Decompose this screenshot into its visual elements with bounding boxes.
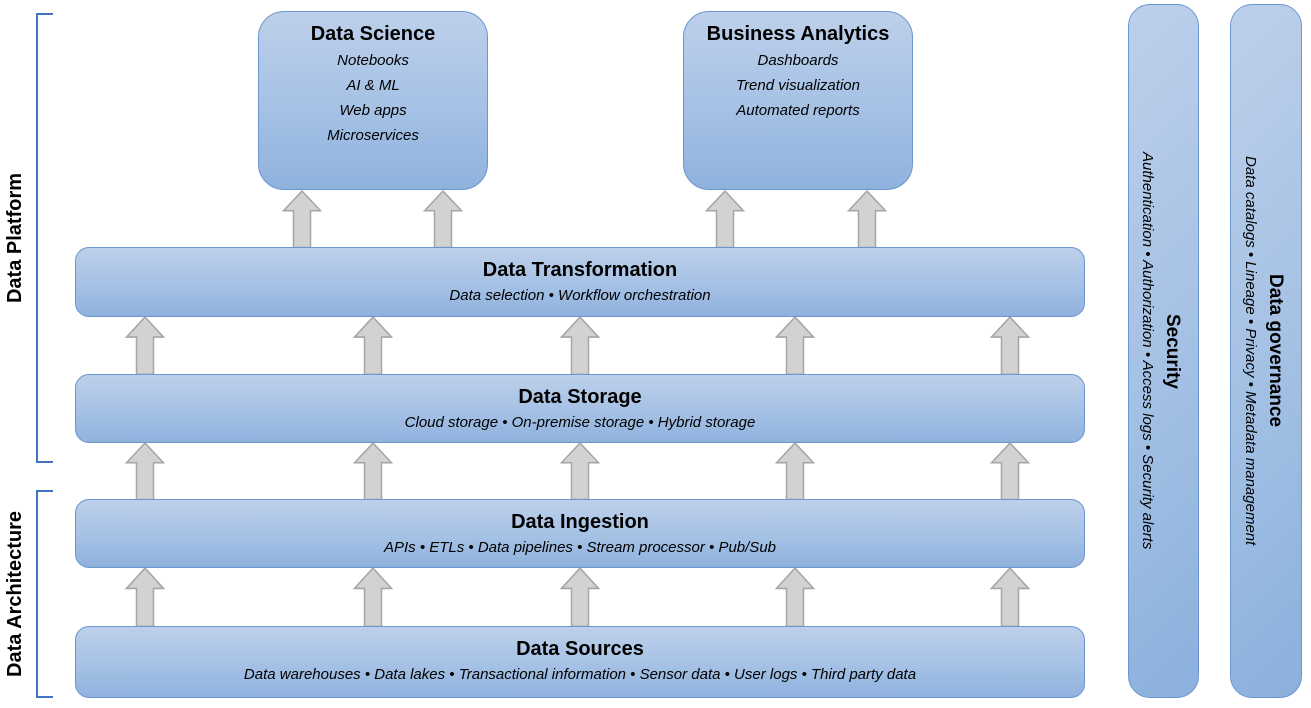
app-item: AI & ML <box>346 77 400 94</box>
app-title: Data Science <box>310 23 436 45</box>
app-item: Web apps <box>339 102 407 119</box>
layer-subtitle: Data warehouses • Data lakes • Transacti… <box>243 666 917 683</box>
up-arrow-icon <box>775 442 815 500</box>
layer-title: Data Sources <box>516 638 644 660</box>
up-arrow-icon <box>125 567 165 627</box>
up-arrow-icon <box>705 190 745 248</box>
layer-subtitle: Cloud storage • On-premise storage • Hyb… <box>404 414 756 431</box>
pillar-text: Data governance Data catalogs • Lineage … <box>1231 5 1301 697</box>
up-arrow-icon <box>282 190 322 248</box>
pillar-title: Data governance <box>1265 274 1286 428</box>
layer-box-data-ingestion: Data Ingestion APIs • ETLs • Data pipeli… <box>75 499 1085 568</box>
app-title: Business Analytics <box>706 23 890 45</box>
layer-title: Data Ingestion <box>511 511 649 533</box>
pillar-security: Security Authentication • Authorization … <box>1128 4 1199 698</box>
app-item: Dashboards <box>757 52 839 69</box>
up-arrow-icon <box>775 316 815 375</box>
up-arrow-icon <box>353 442 393 500</box>
group-label-data-platform: Data Platform <box>4 172 26 304</box>
app-item: Automated reports <box>736 102 860 119</box>
layer-title: Data Storage <box>518 386 642 408</box>
up-arrow-icon <box>560 442 600 500</box>
pillar-text: Security Authentication • Authorization … <box>1129 5 1198 697</box>
layer-box-data-storage: Data Storage Cloud storage • On-premise … <box>75 374 1085 443</box>
up-arrow-icon <box>423 190 463 248</box>
up-arrow-icon <box>353 567 393 627</box>
up-arrow-icon <box>560 316 600 375</box>
app-item: Microservices <box>327 127 419 144</box>
app-item: Trend visualization <box>736 77 860 94</box>
app-item: Notebooks <box>337 52 409 69</box>
app-box-business-analytics: Business Analytics Dashboards Trend visu… <box>683 11 913 190</box>
up-arrow-icon <box>125 316 165 375</box>
pillar-subtitle: Authentication • Authorization • Access … <box>1139 152 1156 550</box>
up-arrow-icon <box>990 442 1030 500</box>
up-arrow-icon <box>560 567 600 627</box>
up-arrow-icon <box>125 442 165 500</box>
pillar-subtitle: Data catalogs • Lineage • Privacy • Meta… <box>1242 156 1259 546</box>
layer-subtitle: APIs • ETLs • Data pipelines • Stream pr… <box>383 539 776 556</box>
layer-box-data-sources: Data Sources Data warehouses • Data lake… <box>75 626 1085 698</box>
pillar-data-governance: Data governance Data catalogs • Lineage … <box>1230 4 1302 698</box>
bracket-data-platform <box>36 13 53 463</box>
up-arrow-icon <box>353 316 393 375</box>
bracket-data-architecture <box>36 490 53 698</box>
up-arrow-icon <box>847 190 887 248</box>
up-arrow-icon <box>990 567 1030 627</box>
up-arrow-icon <box>775 567 815 627</box>
layer-box-data-transformation: Data Transformation Data selection • Wor… <box>75 247 1085 317</box>
app-box-data-science: Data Science Notebooks AI & ML Web apps … <box>258 11 488 190</box>
up-arrow-icon <box>990 316 1030 375</box>
layer-subtitle: Data selection • Workflow orchestration <box>449 287 711 304</box>
layer-title: Data Transformation <box>482 259 678 281</box>
group-label-data-architecture: Data Architecture <box>4 511 26 677</box>
pillar-title: Security <box>1162 313 1183 389</box>
